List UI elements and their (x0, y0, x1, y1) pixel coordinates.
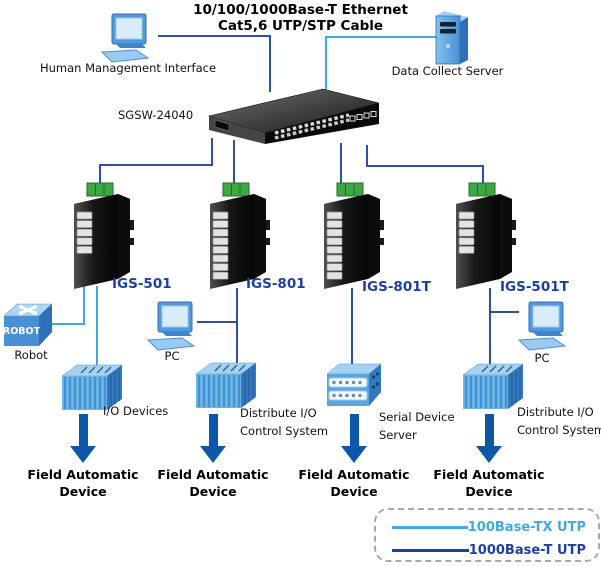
link-igs501t-dio-v (489, 288, 491, 365)
pc-left-icon (146, 300, 202, 352)
pc-left-label: PC (164, 349, 180, 363)
igs-801t-label: IGS-801T (362, 279, 431, 295)
link-igs501t-pc-h (491, 311, 519, 313)
legend-item-fast: 100Base-TX UTP (376, 520, 598, 535)
link-hmi-switch-v (269, 35, 271, 92)
link-switch-igs501-h (99, 164, 213, 166)
serial-server-label: Serial Device Server (379, 410, 455, 442)
io-devices-icon (60, 362, 124, 412)
legend-item-giga: 1000Base-T UTP (376, 543, 598, 558)
link-server-switch-v (325, 36, 327, 96)
igs-ports (76, 211, 93, 254)
robot-icon: ROBOT (2, 300, 56, 348)
legend-box: 100Base-TX UTP 1000Base-T UTP (374, 508, 600, 562)
dio-right-icon (461, 361, 525, 411)
pc-right-icon (517, 300, 573, 352)
core-switch-label: SGSW-24040 (118, 108, 194, 122)
igs-801-label: IGS-801 (246, 276, 306, 292)
hmi-label: Human Management Interface (40, 61, 217, 75)
link-igs501-io-v (96, 286, 98, 368)
igs-ports (212, 211, 229, 280)
igs-801-icon (206, 182, 278, 292)
link-igs501-robot-v (83, 286, 85, 325)
link-switch-igs501t-h (366, 165, 484, 167)
link-igs801-pc-h (197, 321, 238, 323)
link-hmi-switch-h (158, 35, 271, 37)
link-switch-igs501t-v1 (366, 145, 368, 167)
legend-label-1000base: 1000Base-T UTP (468, 543, 586, 558)
dio-left-icon (194, 360, 258, 410)
igs-801t-icon (320, 182, 392, 292)
igs-501-icon (70, 182, 142, 292)
io-devices-label: I/O Devices (103, 404, 169, 418)
diagram-title-line1: 10/100/1000Base-T Ethernet (193, 2, 408, 18)
robot-box-text: ROBOT (3, 326, 41, 337)
serial-server-icon (325, 362, 383, 410)
igs-501-label: IGS-501 (112, 276, 172, 292)
igs-501t-label: IGS-501T (500, 279, 569, 295)
link-server-switch-h (325, 36, 438, 38)
data-collect-server-label: Data Collect Server (391, 64, 504, 78)
igs-501t-icon (452, 182, 524, 292)
link-igs801t-serial-v (351, 288, 353, 368)
link-switch-igs801-v (233, 140, 235, 190)
legend-label-100base: 100Base-TX UTP (467, 520, 586, 535)
link-switch-igs501t-v2 (482, 165, 484, 190)
link-switch-igs501-v1 (211, 138, 213, 166)
pc-right-label: PC (534, 351, 550, 365)
link-igs801-dio-v (236, 288, 238, 366)
core-switch-icon (195, 86, 380, 146)
legend-swatch-100base (392, 526, 468, 529)
hmi-computer-icon (98, 12, 158, 64)
diagram-title-line2: Cat5,6 UTP/STP Cable (217, 18, 384, 34)
data-collect-server-icon (434, 10, 472, 66)
igs-ports (458, 211, 475, 254)
robot-label: Robot (14, 348, 48, 362)
dio-left-label: Distribute I/O Control System (240, 406, 329, 438)
link-switch-igs801t-v (340, 143, 342, 190)
legend-swatch-1000base (392, 549, 469, 552)
link-switch-igs501-v2 (99, 164, 101, 190)
igs-ports (326, 211, 343, 280)
link-igs501-robot-h (52, 323, 85, 325)
dio-right-label: Distribute I/O Control System (517, 405, 601, 437)
